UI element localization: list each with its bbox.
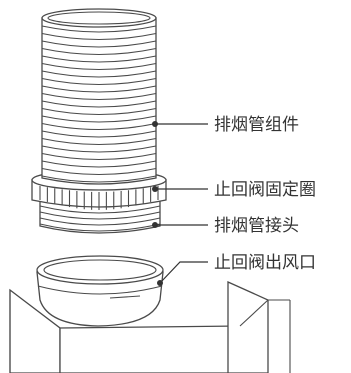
appliance-top-box (9, 280, 291, 373)
pipe-rib (41, 32, 157, 41)
pipe-rib (41, 160, 157, 168)
label-check-valve-fixing-ring: 止回阀固定圈 (214, 180, 316, 200)
pipe-rib (41, 115, 157, 123)
leader-exhaust-pipe-assembly (152, 121, 208, 127)
label-check-valve-outlet: 止回阀出风口 (214, 253, 316, 273)
pipe-rib (41, 122, 157, 131)
pipe-rib (41, 100, 157, 108)
pipe-rib (41, 175, 157, 183)
leader-check-valve-fixing-ring (152, 186, 208, 192)
pipe-rib (41, 107, 157, 116)
label-exhaust-pipe-connector: 排烟管接头 (214, 216, 299, 236)
pipe-rib (41, 152, 157, 161)
leader-check-valve-outlet (157, 261, 208, 286)
pipe-rib (41, 167, 157, 176)
pipe-ribs (41, 25, 157, 183)
leader-exhaust-pipe-connector (152, 222, 208, 228)
pipe-rib (41, 55, 157, 63)
pipe-rib (41, 85, 157, 93)
pipe-rib (41, 40, 157, 48)
pipe-rib (41, 47, 157, 56)
exhaust-pipe-body-part (41, 8, 157, 185)
knurl-lines (39, 186, 159, 210)
check-valve-outlet-part (36, 255, 164, 327)
exhaust-pipe-connector-part (39, 199, 161, 234)
pipe-rib (41, 145, 157, 153)
pipe-rib (41, 130, 157, 138)
pipe-rib (41, 25, 157, 33)
pipe-rib (41, 92, 157, 101)
pipe-rib (41, 70, 157, 78)
label-exhaust-pipe-assembly: 排烟管组件 (214, 115, 299, 135)
pipe-rib (41, 77, 157, 86)
pipe-rib (41, 62, 157, 71)
pipe-rib (41, 137, 157, 146)
